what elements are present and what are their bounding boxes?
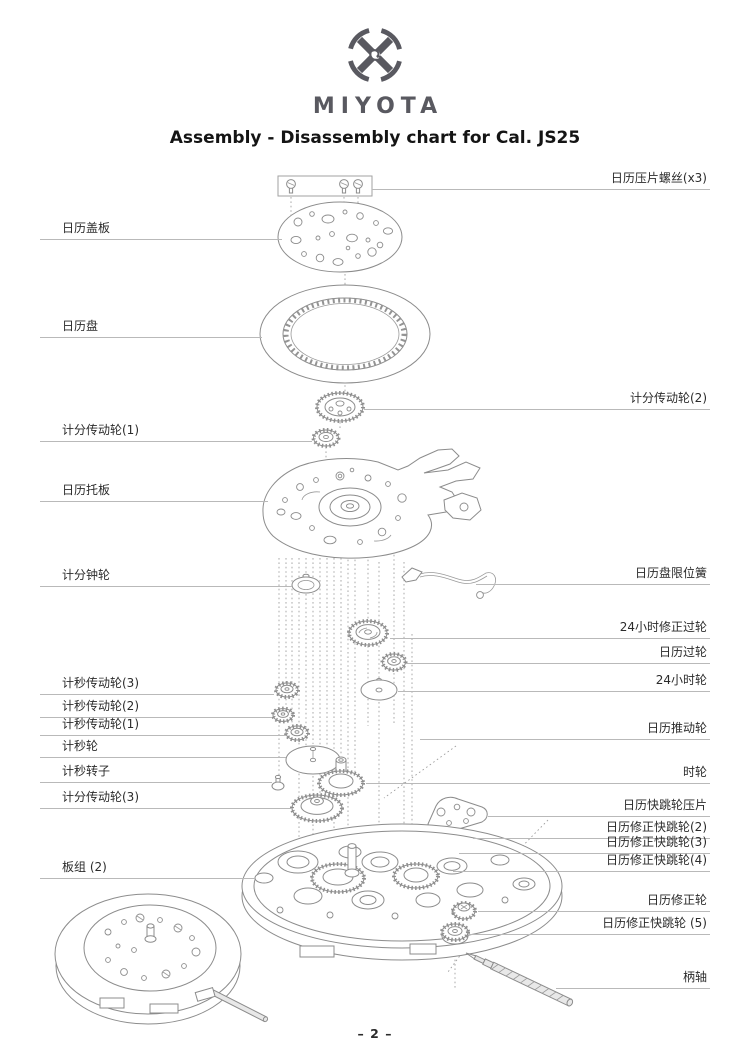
page-number: – 2 – — [357, 1026, 393, 1041]
label-date-disc-stop-spring: 日历盘限位簧 — [476, 566, 710, 585]
label-date-disc: 日历盘 — [40, 319, 262, 338]
label-24-hour-wheel: 24小时轮 — [398, 673, 710, 692]
label-text: 计秒传动轮(2) — [62, 699, 139, 713]
label-text: 日历压片螺丝(x3) — [610, 171, 707, 185]
date-disc-stop-spring-drawing — [401, 567, 496, 599]
label-date-intermediate-wheel: 日历过轮 — [406, 645, 710, 664]
date-presser-screws — [277, 175, 373, 197]
date-cover-plate-drawing — [277, 201, 403, 273]
label-winding-stem: 柄轴 — [556, 970, 710, 989]
label-text: 计分钟轮 — [62, 568, 111, 582]
label-text: 日历盖板 — [62, 221, 111, 235]
movement-assembly-drawing — [54, 893, 269, 1025]
date-disc-drawing — [259, 284, 431, 384]
label-text: 日历过轮 — [658, 645, 707, 659]
label-date-corrector-wheel: 日历修正轮 — [478, 893, 710, 912]
label-date-corrector-quickset-wheel-3: 日历修正快跳轮(3) — [459, 835, 710, 854]
label-24h-corrector-intermediate-wheel: 24小时修正过轮 — [390, 620, 710, 639]
hour-wheel-drawing — [317, 756, 365, 797]
second-counter-wheel-2-drawing — [271, 706, 295, 724]
label-second-counting-wheel: 计秒轮 — [40, 739, 286, 758]
label-text: 日历修正轮 — [646, 893, 707, 907]
minute-counting-wheel-drawing — [291, 573, 321, 594]
label-text: 板组 (2) — [62, 860, 107, 874]
page-title: Assembly - Disassembly chart for Cal. JS… — [169, 128, 581, 148]
label-text: 计分传动轮(1) — [62, 423, 139, 437]
label-minute-counter-wheel-1: 计分传动轮(1) — [40, 423, 312, 442]
plate-assembly-2-drawing — [241, 823, 563, 961]
label-text: 日历盘限位簧 — [634, 566, 707, 580]
brand-name: MIYOTA — [312, 94, 444, 119]
date-quickset-presser-drawing — [427, 796, 488, 833]
label-date-presser-screws: 日历压片螺丝(x3) — [372, 171, 710, 190]
second-counting-rotor-drawing — [271, 774, 285, 791]
label-second-counter-wheel-3: 计秒传动轮(3) — [40, 676, 274, 695]
label-text: 24小时修正过轮 — [619, 620, 707, 634]
label-text: 计秒传动轮(3) — [62, 676, 139, 690]
minute-counter-wheel-3-drawing — [290, 793, 344, 823]
second-counter-wheel-3-drawing — [274, 681, 300, 699]
miyota-logo-icon — [347, 27, 403, 83]
label-text: 计分传动轮(2) — [630, 391, 707, 405]
label-text: 时轮 — [682, 765, 707, 779]
label-text: 24小时轮 — [655, 673, 707, 687]
label-text: 日历修正快跳轮(3) — [606, 835, 707, 849]
minute-counter-wheel-2-drawing — [315, 391, 365, 423]
second-counter-wheel-1-drawing — [284, 724, 310, 742]
label-date-cover-plate: 日历盖板 — [40, 221, 282, 240]
label-date-driving-wheel: 日历推动轮 — [420, 721, 710, 740]
brand-header: MIYOTA — [0, 22, 750, 119]
label-plate-assembly-2: 板组 (2) — [40, 860, 256, 879]
label-text: 日历修正快跳轮(2) — [606, 820, 707, 834]
winding-stem-drawing — [465, 952, 574, 1007]
label-date-quickset-presser: 日历快跳轮压片 — [488, 798, 710, 817]
label-hour-wheel: 时轮 — [366, 765, 710, 784]
label-second-counting-rotor: 计秒转子 — [40, 764, 272, 783]
label-text: 日历盘 — [62, 319, 99, 333]
label-date-corrector-quickset-wheel-4: 日历修正快跳轮(4) — [453, 853, 710, 872]
label-text: 日历修正快跳轮(4) — [606, 853, 707, 867]
label-date-support-plate: 日历托板 — [40, 483, 268, 502]
label-text: 日历修正快跳轮 (5) — [602, 916, 707, 930]
minute-counter-wheel-1-drawing — [311, 428, 341, 448]
corrector-24h-intermediate-wheel-drawing — [347, 619, 389, 647]
label-text: 日历推动轮 — [646, 721, 707, 735]
date-support-plate-drawing — [262, 448, 482, 559]
label-text: 计秒轮 — [62, 739, 99, 753]
date-corrector-quickset-wheel-5-drawing — [440, 922, 470, 945]
hour-24-wheel-drawing — [360, 678, 398, 701]
label-second-counter-wheel-1: 计秒传动轮(1) — [40, 717, 286, 736]
label-minute-counting-wheel: 计分钟轮 — [40, 568, 292, 587]
second-counting-wheel-drawing — [285, 745, 341, 775]
label-date-corrector-quickset-wheel-5: 日历修正快跳轮 (5) — [470, 916, 710, 935]
label-minute-counter-wheel-2: 计分传动轮(2) — [364, 391, 710, 410]
label-second-counter-wheel-2: 计秒传动轮(2) — [40, 699, 272, 718]
date-intermediate-wheel-drawing — [380, 652, 408, 672]
label-text: 计秒传动轮(1) — [62, 717, 139, 731]
label-text: 日历托板 — [62, 483, 111, 497]
label-text: 计秒转子 — [62, 764, 111, 778]
label-text: 计分传动轮(3) — [62, 790, 139, 804]
date-corrector-wheel-drawing — [451, 901, 477, 921]
label-text: 日历快跳轮压片 — [622, 798, 707, 812]
label-date-corrector-quickset-wheel-2: 日历修正快跳轮(2) — [473, 820, 710, 839]
label-text: 柄轴 — [682, 970, 707, 984]
label-minute-counter-wheel-3: 计分传动轮(3) — [40, 790, 292, 809]
